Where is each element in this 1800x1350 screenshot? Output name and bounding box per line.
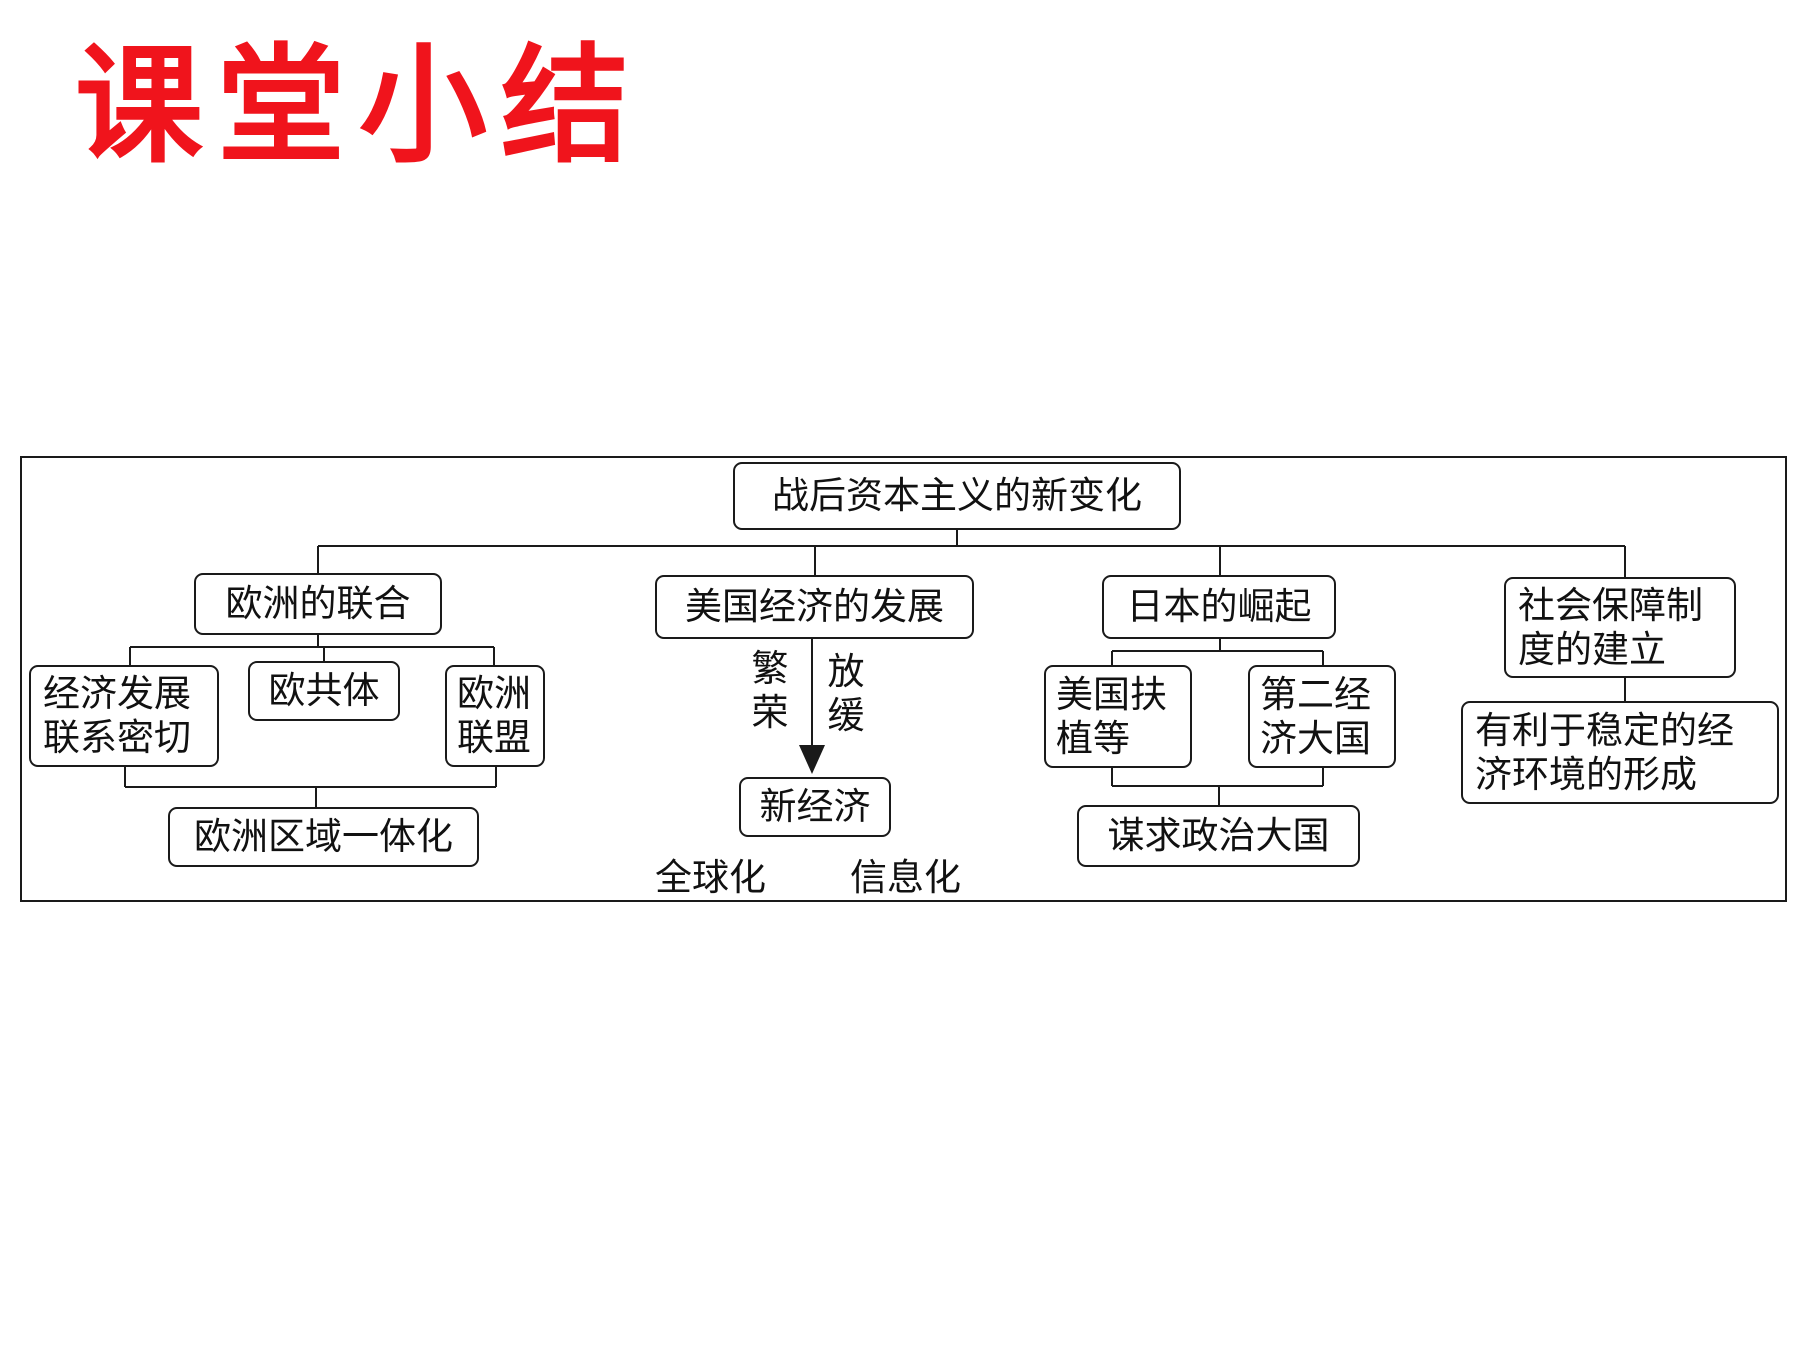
usa-arrow-label-right: 放缓 <box>827 650 865 737</box>
europe-result: 欧洲区域一体化 <box>168 807 479 867</box>
europe-child-ec: 欧共体 <box>248 661 400 721</box>
japan-result: 谋求政治大国 <box>1077 805 1360 867</box>
usa-arrow-head <box>799 745 825 774</box>
branch-japan: 日本的崛起 <box>1102 575 1336 639</box>
branch-europe: 欧洲的联合 <box>194 573 442 635</box>
diagram-frame <box>20 456 1787 902</box>
page-title: 课堂小结 <box>75 31 644 181</box>
usa-result: 新经济 <box>739 777 891 837</box>
europe-child-eu: 欧洲联盟 <box>445 665 545 767</box>
root-node: 战后资本主义的新变化 <box>733 462 1181 530</box>
social-result: 有利于稳定的经济环境的形成 <box>1461 701 1779 804</box>
japan-child-us-support: 美国扶植等 <box>1044 665 1192 768</box>
branch-usa: 美国经济的发展 <box>655 575 974 639</box>
branch-social-security: 社会保障制度的建立 <box>1504 577 1736 678</box>
japan-child-second-economy: 第二经济大国 <box>1248 665 1396 768</box>
usa-tag-globalization: 全球化 <box>655 856 766 899</box>
europe-child-economy: 经济发展联系密切 <box>29 665 219 767</box>
usa-arrow-label-left: 繁荣 <box>751 647 789 734</box>
usa-tag-informatization: 信息化 <box>850 856 961 899</box>
